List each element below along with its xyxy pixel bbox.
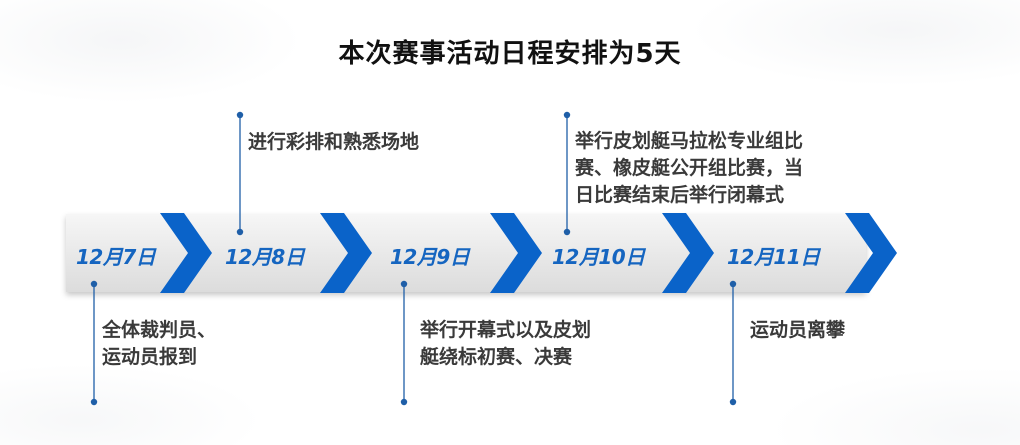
connector-dot-1a (90, 280, 98, 288)
connector-dot-1b (90, 398, 98, 406)
event-day3: 举行开幕式以及皮划 艇绕标初赛、决赛 (420, 317, 591, 371)
connector-dot-3b (400, 398, 408, 406)
event-day5-line1: 运动员离攀 (750, 319, 846, 341)
event-day3-line2: 艇绕标初赛、决赛 (420, 346, 573, 368)
event-day4-line1: 举行皮划艇马拉松专业组比 (575, 130, 804, 152)
chevron-arrow-2 (320, 213, 372, 293)
chevron-arrow-3 (490, 213, 542, 293)
date-label-4: 12月10日 (552, 245, 645, 269)
event-day2-line1: 进行彩排和熟悉场地 (248, 131, 420, 153)
date-label-5: 12月11日 (727, 245, 820, 269)
event-day5: 运动员离攀 (750, 317, 845, 344)
event-day1-line2: 运动员报到 (102, 346, 198, 368)
connector-dot-3a (400, 280, 408, 288)
connector-dot-5a (729, 280, 737, 288)
date-label-2: 12月8日 (225, 245, 305, 269)
page-title: 本次赛事活动日程安排为5天 (338, 39, 682, 69)
event-day4-line3: 日比赛结束后举行闭幕式 (575, 184, 785, 206)
date-label-3: 12月9日 (390, 245, 470, 269)
event-day4: 举行皮划艇马拉松专业组比 赛、橡皮艇公开组比赛，当 日比赛结束后举行闭幕式 (575, 128, 803, 209)
connector-dot-2a (236, 111, 244, 119)
connector-dot-5b (729, 398, 737, 406)
chevron-arrow-5 (845, 213, 897, 293)
connector-dot-4a (563, 111, 571, 119)
connector-dot-4b (563, 228, 571, 236)
chevron-arrow-1 (160, 213, 212, 293)
event-day3-line1: 举行开幕式以及皮划 (420, 319, 592, 341)
event-day1-line1: 全体裁判员、 (102, 319, 217, 341)
connector-dot-2b (236, 228, 244, 236)
date-label-1: 12月7日 (76, 245, 156, 269)
chevron-arrow-4 (662, 213, 714, 293)
event-day1: 全体裁判员、 运动员报到 (102, 317, 216, 371)
event-day4-line2: 赛、橡皮艇公开组比赛，当 (575, 157, 804, 179)
event-day2: 进行彩排和熟悉场地 (248, 129, 419, 156)
